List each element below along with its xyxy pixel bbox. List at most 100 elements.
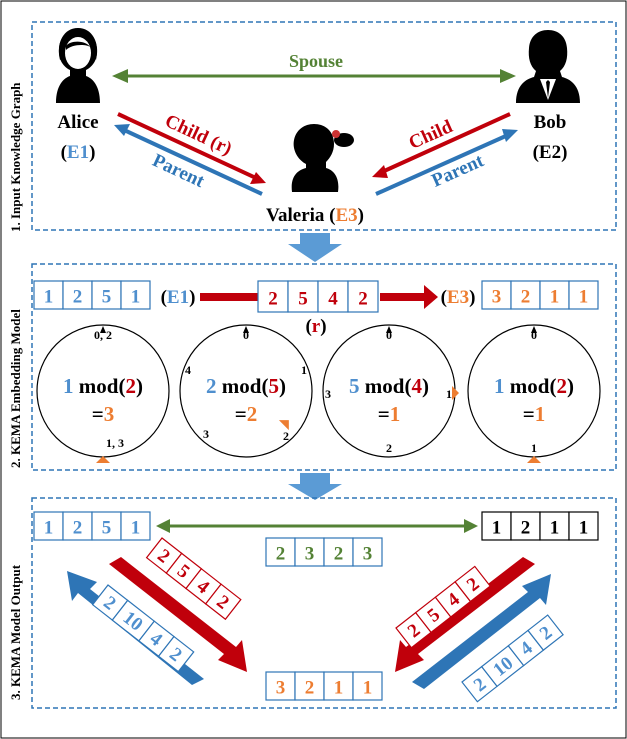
output-e1-value: 2 <box>73 517 83 538</box>
down-arrow-1 <box>288 233 342 262</box>
output-e1-value: 1 <box>44 517 54 538</box>
output-spouse-value: 3 <box>305 543 315 564</box>
r-to-e3-arrow <box>380 285 438 309</box>
e1-embedding-cell <box>91 280 122 310</box>
e1-embedding-value: 5 <box>102 286 112 307</box>
relation-tag: (r) <box>305 316 326 337</box>
relation-embedding-cell <box>317 280 349 313</box>
e3-embedding-value: 2 <box>521 286 531 307</box>
result-marker <box>278 420 289 431</box>
mod-expression: 1 mod(2) <box>63 374 143 398</box>
circle-tick-label: 2 <box>283 429 289 443</box>
zero-marker <box>243 326 249 333</box>
output-right-child-cell <box>454 565 492 603</box>
panel-label-3: 3. KEMA Model Output <box>8 564 23 700</box>
output-e3-value: 1 <box>363 677 373 698</box>
panel-label-1: 1. Input Knowledge Graph <box>8 82 23 232</box>
e1-embedding-cell <box>62 280 93 310</box>
e1-embedding-cell <box>120 280 151 310</box>
circle-tick-label: 4 <box>185 363 191 377</box>
right-parent-arrowhead <box>502 129 518 142</box>
alice-id: (E1) <box>61 142 96 163</box>
e1-embedding-value: 1 <box>44 286 54 307</box>
output-e2-cell <box>568 511 599 541</box>
mod-result: =1 <box>523 402 545 426</box>
output-right-parent-arrow <box>412 574 551 689</box>
output-e3-value: 1 <box>334 677 344 698</box>
output-e2-cell <box>510 511 541 541</box>
mod-result: =3 <box>92 402 114 426</box>
relation-embedding-value: 2 <box>358 289 368 310</box>
output-spouse-arrowhead-left <box>156 519 170 533</box>
e3-tag: (E3) <box>441 287 476 308</box>
output-left-child-cell <box>204 583 242 621</box>
circle-tick-label: 1 <box>301 363 307 377</box>
output-spouse-arrowhead-right <box>464 519 478 533</box>
bob-name: Bob <box>534 112 567 133</box>
e1-to-r-arrow <box>200 287 272 307</box>
output-e1-cell <box>120 511 151 541</box>
spouse-arrowhead-right <box>500 69 516 83</box>
e3-embedding-value: 3 <box>492 286 502 307</box>
zero-marker <box>531 326 537 333</box>
output-left-child-arrow <box>109 557 247 672</box>
output-spouse-value: 3 <box>363 543 373 564</box>
bob-id: (E2) <box>533 142 568 163</box>
output-e2-value: 2 <box>521 517 531 538</box>
mod-circle <box>179 324 313 458</box>
output-e3-value: 2 <box>305 677 315 698</box>
relation-embedding-value: 4 <box>328 289 338 310</box>
right-parent-edge <box>375 133 509 196</box>
circle-tick-label: 2 <box>386 441 392 455</box>
mod-expression: 2 mod(5) <box>206 374 286 398</box>
output-e1-value: 5 <box>102 517 112 538</box>
output-e3-cell <box>265 671 296 701</box>
left-parent-arrowhead <box>114 124 130 136</box>
circle-tick-label: 3 <box>203 427 209 441</box>
output-spouse-cell <box>323 537 354 567</box>
output-right-parent-cell <box>527 614 564 651</box>
circle-tick-label: 0 <box>531 328 537 342</box>
e1-embedding-cell <box>33 280 64 310</box>
right-child-arrowhead <box>372 165 388 178</box>
output-e3-cell <box>294 671 325 701</box>
e1-tag: (E1) <box>161 287 196 308</box>
circle-tick-label: 1 <box>446 387 452 401</box>
relation-embedding-cell <box>347 280 379 313</box>
circle-tick-label: 1, 3 <box>106 436 124 450</box>
mod-expression: 5 mod(4) <box>349 374 429 398</box>
output-e3-cell <box>323 671 354 701</box>
mod-expression: 1 mod(2) <box>494 374 574 398</box>
left-parent-edge <box>123 128 263 196</box>
circle-tick-label: 3 <box>325 387 331 401</box>
panel-embedding-model <box>31 263 617 471</box>
output-e3-value: 3 <box>276 677 286 698</box>
relation-embedding-cell <box>287 280 319 313</box>
male-avatar-icon <box>516 30 580 103</box>
result-marker <box>96 456 110 463</box>
e3-embedding-value: 1 <box>579 286 589 307</box>
output-e2-cell <box>481 511 512 541</box>
down-arrow-2 <box>288 473 342 500</box>
circle-tick-label: 0 <box>386 328 392 342</box>
relation-embedding-value: 2 <box>268 289 278 310</box>
circle-tick-label: 0, 2 <box>94 328 112 342</box>
left-child-arrowhead <box>250 172 266 184</box>
circle-tick-label: 0 <box>243 328 249 342</box>
relation-embedding-cell <box>257 280 289 313</box>
e3-embedding-value: 1 <box>550 286 560 307</box>
valeria-label: Valeria (E3) <box>266 205 364 226</box>
mod-result: =1 <box>378 402 400 426</box>
e3-embedding-cell <box>481 280 512 310</box>
panel-label-2: 2. KEMA Embedding Model <box>8 309 23 468</box>
